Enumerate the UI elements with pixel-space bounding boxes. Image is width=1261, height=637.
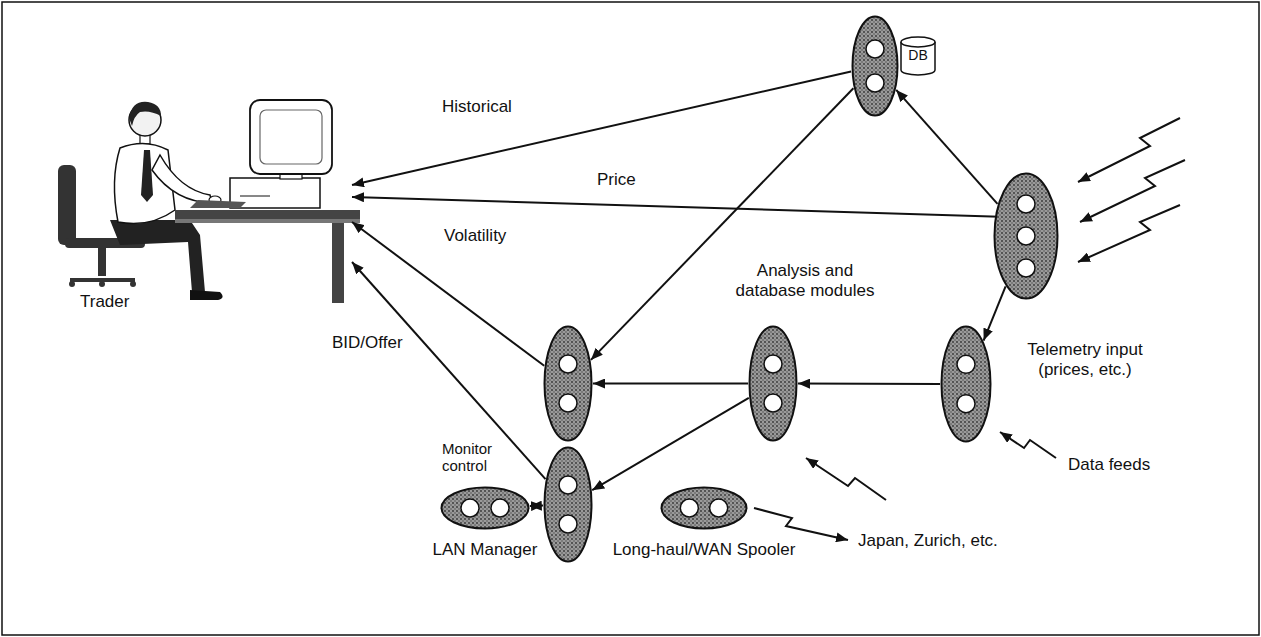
- oval-outline: [851, 15, 899, 117]
- port-dot: [1017, 195, 1035, 213]
- flow-arrow: [896, 90, 997, 204]
- lan-manager-module: LAN Manager: [440, 486, 530, 530]
- oval-shape: [545, 448, 592, 562]
- flow-arrow: [352, 197, 1000, 217]
- oval-shape: [662, 488, 747, 529]
- wan-spooler-module: Long-haul/WAN Spooler: [660, 486, 748, 530]
- flow-arrow: [530, 505, 543, 508]
- port-dot: [559, 515, 577, 533]
- trader-station: Trader: [40, 70, 352, 340]
- oval-shape: [545, 327, 592, 441]
- port-dot: [764, 394, 782, 412]
- flow-arrow: [593, 383, 748, 385]
- port-dot: [866, 74, 884, 92]
- oval-shape: [995, 174, 1058, 299]
- flow-arrow: [591, 88, 854, 360]
- node-label: Trader: [80, 292, 160, 312]
- database-cylinder: [901, 37, 935, 75]
- database-module: DB: [851, 15, 899, 117]
- edge-label: BID/Offer: [330, 333, 405, 353]
- port-dot: [559, 394, 577, 412]
- volatility-module: [543, 325, 593, 442]
- edge-label: Price: [595, 170, 638, 190]
- oval-outline: [543, 325, 593, 442]
- port-dot: [491, 499, 509, 517]
- flow-arrow: [798, 383, 940, 385]
- port-dot: [559, 355, 577, 373]
- data-feed-module: Data feeds: [940, 325, 992, 443]
- oval-shape: [442, 488, 529, 529]
- telemetry-module: Telemetry input (prices, etc.): [993, 172, 1059, 300]
- destination-label: Japan, Zurich, etc.: [858, 531, 998, 551]
- bid-offer-module: [543, 446, 593, 563]
- node-label: DB: [901, 47, 935, 63]
- node-label: Telemetry input (prices, etc.): [1017, 340, 1153, 379]
- port-dot: [957, 395, 975, 413]
- node-label: LAN Manager: [425, 540, 545, 560]
- port-dot: [710, 499, 728, 517]
- oval-outline: [660, 486, 748, 530]
- port-dot: [680, 499, 698, 517]
- port-dot: [461, 499, 479, 517]
- oval-shape: [750, 327, 797, 441]
- oval-shape: [853, 17, 898, 116]
- trader-figure: [58, 100, 360, 303]
- flow-arrow: [352, 262, 546, 479]
- edge-label: Historical: [440, 97, 514, 117]
- port-dot: [559, 476, 577, 494]
- oval-outline: [993, 172, 1059, 300]
- oval-outline: [940, 325, 992, 443]
- edge-label: Monitor control: [440, 440, 508, 475]
- node-label: Analysis and database modules: [730, 261, 880, 300]
- oval-shape: [942, 327, 991, 442]
- port-dot: [866, 40, 884, 58]
- oval-outline: [748, 325, 798, 442]
- node-label: Data feeds: [1068, 455, 1168, 475]
- port-dot: [764, 355, 782, 373]
- flow-arrow: [592, 398, 749, 490]
- port-dot: [1017, 227, 1035, 245]
- port-dot: [1017, 259, 1035, 277]
- analysis-module: Analysis and database modules: [748, 325, 798, 442]
- port-dot: [957, 355, 975, 373]
- oval-outline: [440, 486, 530, 530]
- oval-outline: [543, 446, 593, 563]
- node-label: Long-haul/WAN Spooler: [594, 540, 814, 560]
- flow-arrow: [984, 286, 1006, 340]
- lightning-bolts: [754, 118, 1185, 540]
- edge-label: Volatility: [442, 226, 508, 246]
